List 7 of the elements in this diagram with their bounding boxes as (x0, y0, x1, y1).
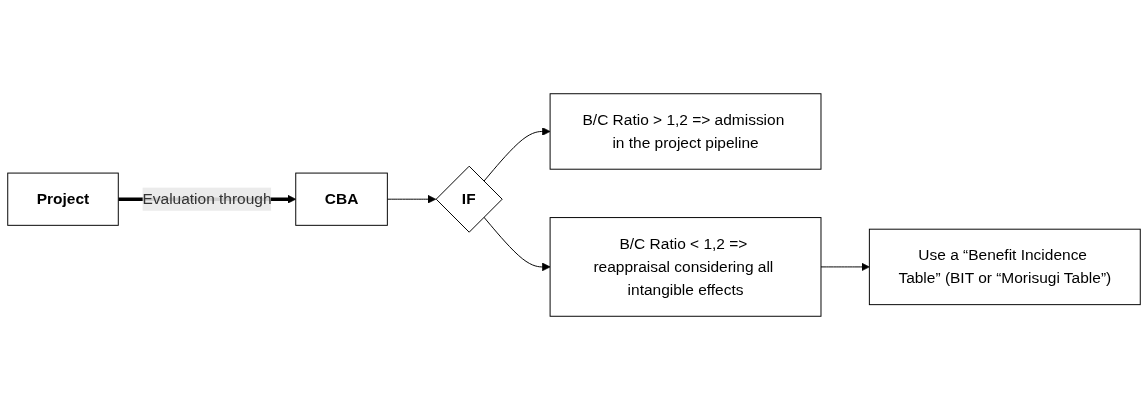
node-box: Use a “Benefit Incidence Table” (BIT or “Morisugi Table”) (868, 228, 1141, 306)
node-box: CBA (295, 172, 388, 226)
node-box: Project (7, 172, 119, 226)
node-box: B/C Ratio > 1,2 => admission in the project pipeline (549, 93, 822, 170)
node-diamond: IF (435, 165, 503, 233)
edge-label: Evaluation through (142, 190, 272, 207)
node-box: B/C Ratio < 1,2 => reappraisal considering all intangible effects (549, 217, 822, 317)
